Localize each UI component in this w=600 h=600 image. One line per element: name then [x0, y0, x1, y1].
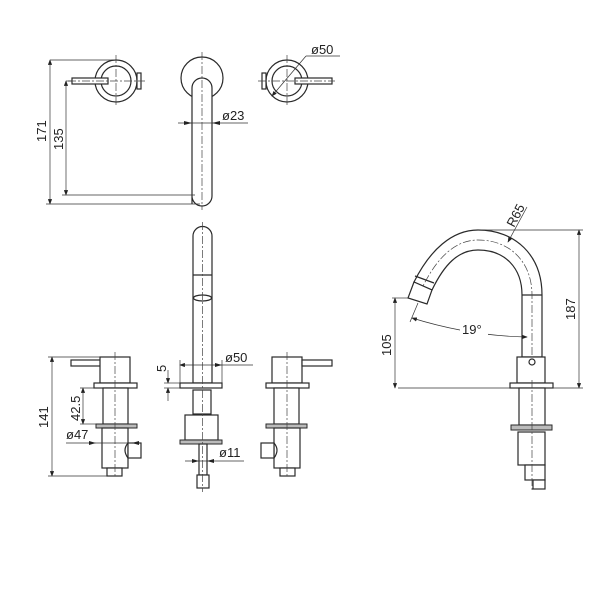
top-view: 171 135 ø23 ø50: [34, 42, 340, 210]
front-view: 141 42.5 ø47 ø50 5 ø11: [36, 222, 333, 492]
dim-o50-top: ø50: [311, 42, 333, 57]
dim-o23: ø23: [222, 108, 244, 123]
dim-187: 187: [563, 298, 578, 320]
dim-42-5: 42.5: [68, 396, 83, 421]
dim-r65: R65: [503, 201, 527, 229]
side-view: 187 105 19° R65: [379, 201, 583, 492]
spout-top: [180, 52, 224, 210]
dim-105: 105: [379, 334, 394, 356]
left-handle-top: [68, 55, 145, 106]
right-handle-top: [258, 55, 335, 106]
dim-171: 171: [34, 120, 49, 142]
dim-19-deg: 19°: [462, 322, 482, 337]
dim-o50-front: ø50: [225, 350, 247, 365]
spout-front: [179, 222, 223, 492]
left-valve-front: [70, 352, 142, 478]
dim-o47: ø47: [66, 427, 88, 442]
dim-135: 135: [51, 128, 66, 150]
dim-5: 5: [154, 365, 169, 372]
dim-o11: ø11: [219, 445, 240, 460]
right-valve-front: [260, 352, 333, 478]
dim-141: 141: [36, 406, 51, 428]
